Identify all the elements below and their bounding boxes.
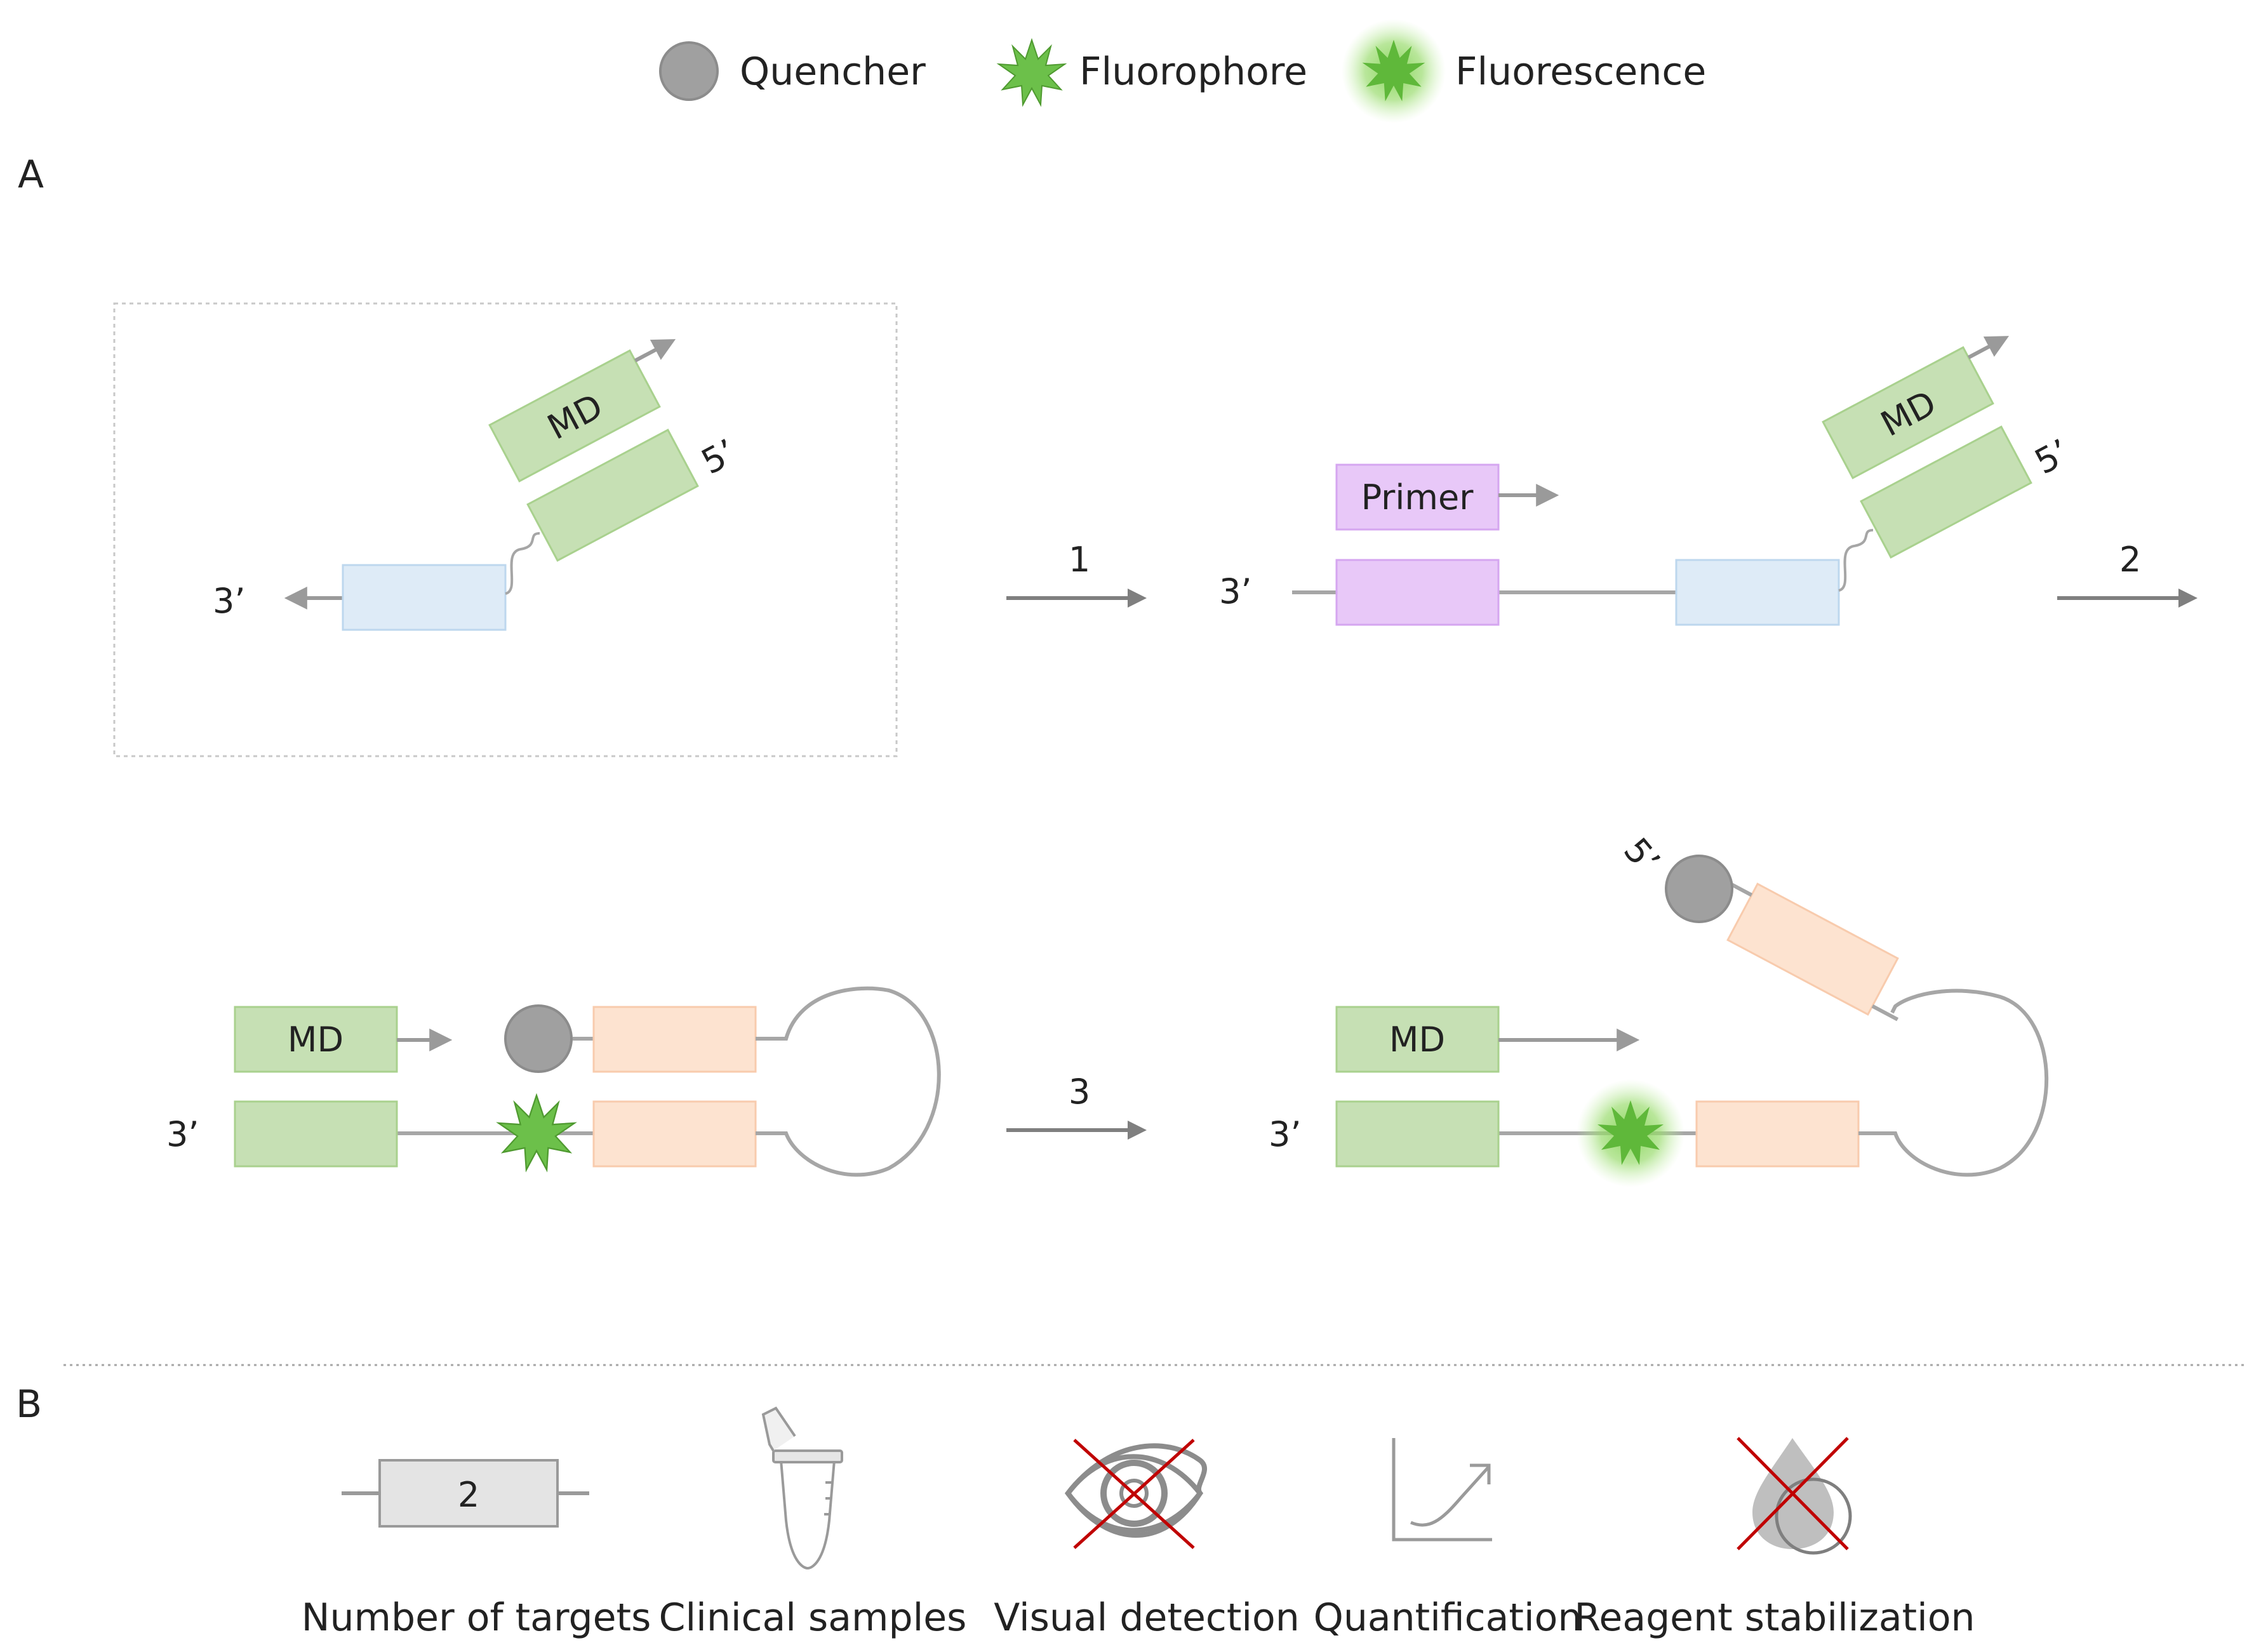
md-block bbox=[488, 349, 661, 483]
feature-label-clinical: Clinical samples bbox=[659, 1595, 967, 1640]
md-block-2 bbox=[1822, 346, 1994, 479]
feature-label-reagent: Reagent stabilization bbox=[1574, 1595, 1975, 1640]
stem-lower-block bbox=[592, 1100, 757, 1168]
probe-linker bbox=[505, 532, 540, 595]
md-label-4: MD bbox=[1389, 1020, 1445, 1060]
three-prime-label-4: 3’ bbox=[1269, 1114, 1302, 1154]
feature-label-quantification: Quantification bbox=[1314, 1595, 1582, 1640]
primer-target-block bbox=[1335, 559, 1500, 626]
target-count-value: 2 bbox=[458, 1475, 479, 1515]
md-block-3 bbox=[234, 1006, 398, 1073]
five-prime-label-2: 5’ bbox=[2029, 432, 2076, 483]
panel-a-label: A bbox=[18, 152, 44, 197]
legend-fluorophore-label: Fluorophore bbox=[1079, 50, 1307, 94]
probe-green-segment bbox=[526, 429, 699, 562]
five-prime-label: 5’ bbox=[695, 432, 743, 483]
step2-label: 2 bbox=[2119, 540, 2141, 580]
quencher-bound bbox=[504, 1004, 573, 1073]
feature-label-visual: Visual detection bbox=[994, 1595, 1300, 1640]
probe-green-segment-2 bbox=[1860, 425, 2032, 559]
hairpin-loop-2 bbox=[1858, 989, 2049, 1177]
quencher-icon bbox=[659, 41, 719, 101]
panel-b-label: B bbox=[16, 1382, 42, 1427]
feature-label-targets: Number of targets bbox=[302, 1595, 651, 1640]
probe-blue-segment-2 bbox=[1675, 559, 1840, 626]
three-prime-label: 3’ bbox=[213, 581, 246, 621]
stem-lower-block-2 bbox=[1695, 1100, 1860, 1168]
green-strand-block-2 bbox=[1335, 1100, 1500, 1168]
md-block-4 bbox=[1335, 1006, 1500, 1073]
stem-upper-block-2 bbox=[1726, 883, 1899, 1016]
md-label-3: MD bbox=[288, 1020, 343, 1060]
hairpin-loop bbox=[756, 986, 941, 1177]
step1-label: 1 bbox=[1069, 540, 1090, 580]
fluorophore-icon bbox=[998, 39, 1065, 105]
green-strand-block bbox=[234, 1100, 398, 1168]
drop-crossed-icon bbox=[1737, 1437, 1852, 1555]
probe-blue-segment bbox=[342, 564, 507, 631]
three-prime-label-3: 3’ bbox=[166, 1114, 199, 1154]
legend-fluorescence-label: Fluorescence bbox=[1455, 50, 1706, 94]
quencher-released bbox=[1665, 855, 1733, 923]
probe-linker-2 bbox=[1838, 529, 1874, 592]
curve-chart-icon bbox=[1392, 1438, 1492, 1542]
hairpin-quenched-structure: MD 3’ bbox=[166, 986, 941, 1177]
legend-quencher-label: Quencher bbox=[740, 50, 926, 94]
stem-upper-block bbox=[592, 1006, 757, 1073]
primer-block bbox=[1335, 463, 1500, 531]
three-prime-label-2: 3’ bbox=[1219, 571, 1252, 611]
eye-crossed-icon bbox=[1065, 1439, 1207, 1549]
primer-label: Primer bbox=[1361, 477, 1474, 517]
step3-label: 3 bbox=[1069, 1072, 1090, 1112]
hairpin-open-structure: MD 5’ 3’ bbox=[1269, 830, 2049, 1187]
primer-binding-structure: Primer MD 3’ 5’ bbox=[1219, 336, 2076, 626]
tube-icon bbox=[761, 1406, 843, 1570]
probe-box bbox=[113, 302, 898, 757]
probe-structure: MD 3’ 5’ bbox=[213, 339, 743, 631]
legend: Quencher Fluorophore Fluorescence bbox=[659, 19, 1706, 123]
five-prime-label-3: 5’ bbox=[1616, 830, 1667, 881]
target-count-icon: 2 bbox=[342, 1459, 589, 1528]
